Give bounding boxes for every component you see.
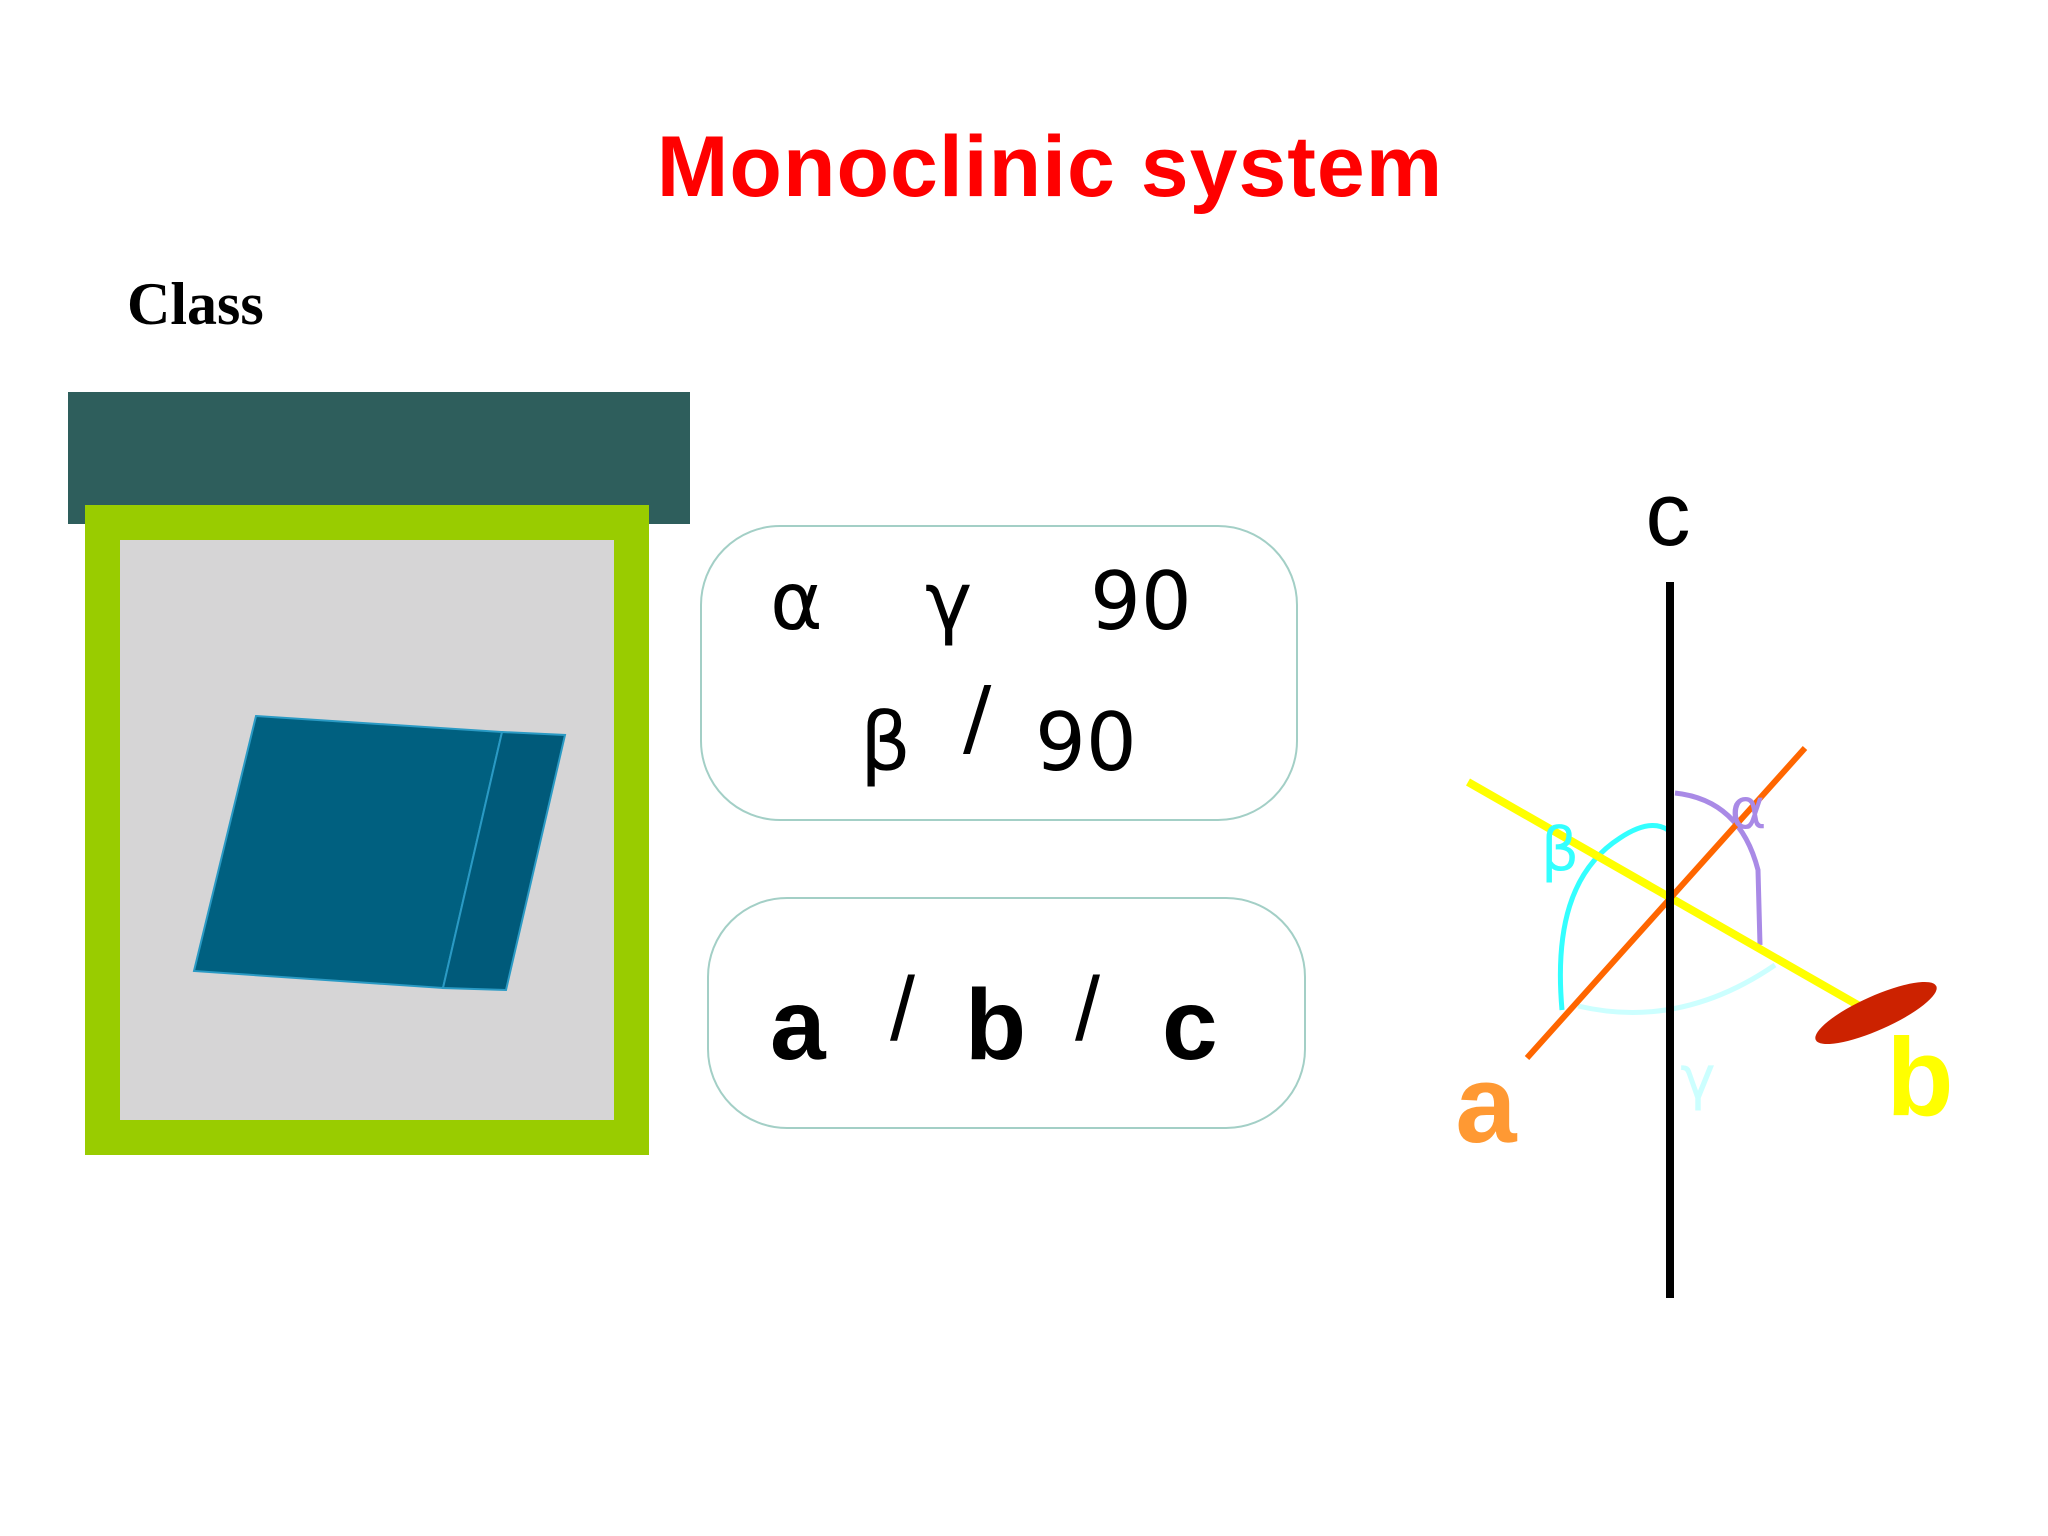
page-title: Monoclinic system — [656, 119, 1444, 215]
angle-value-2: 90 — [1035, 696, 1137, 789]
beta-symbol: β — [860, 696, 912, 789]
alpha-symbol: α — [770, 555, 823, 648]
alpha-arc — [1674, 790, 1763, 946]
a-axis-label: a — [1455, 1043, 1517, 1166]
gamma-label: γ — [1680, 1043, 1716, 1113]
not-equal-slash: / — [963, 668, 992, 766]
beta-label: β — [1541, 815, 1579, 885]
axis-letter-a: a — [770, 969, 826, 1081]
axis-letter-b: b — [965, 969, 1027, 1081]
crystal-side-face — [441, 730, 567, 992]
gamma-arc — [1577, 962, 1777, 1015]
axis-slash-1: / — [890, 960, 916, 1060]
gamma-symbol: γ — [925, 555, 973, 648]
axis-relation-box — [707, 897, 1306, 1129]
b-axis-end — [1815, 981, 1937, 1045]
axis-slash-2: / — [1075, 960, 1101, 1060]
b-axis-label: b — [1886, 1016, 1953, 1139]
c-axis-label: c — [1646, 465, 1691, 565]
alpha-label: α — [1730, 777, 1767, 842]
angle-value-1: 90 — [1090, 555, 1192, 648]
class-label: Class — [127, 271, 264, 337]
axis-letter-c: c — [1162, 969, 1218, 1081]
angle-relation-box — [700, 525, 1298, 821]
header-bar — [68, 392, 690, 524]
